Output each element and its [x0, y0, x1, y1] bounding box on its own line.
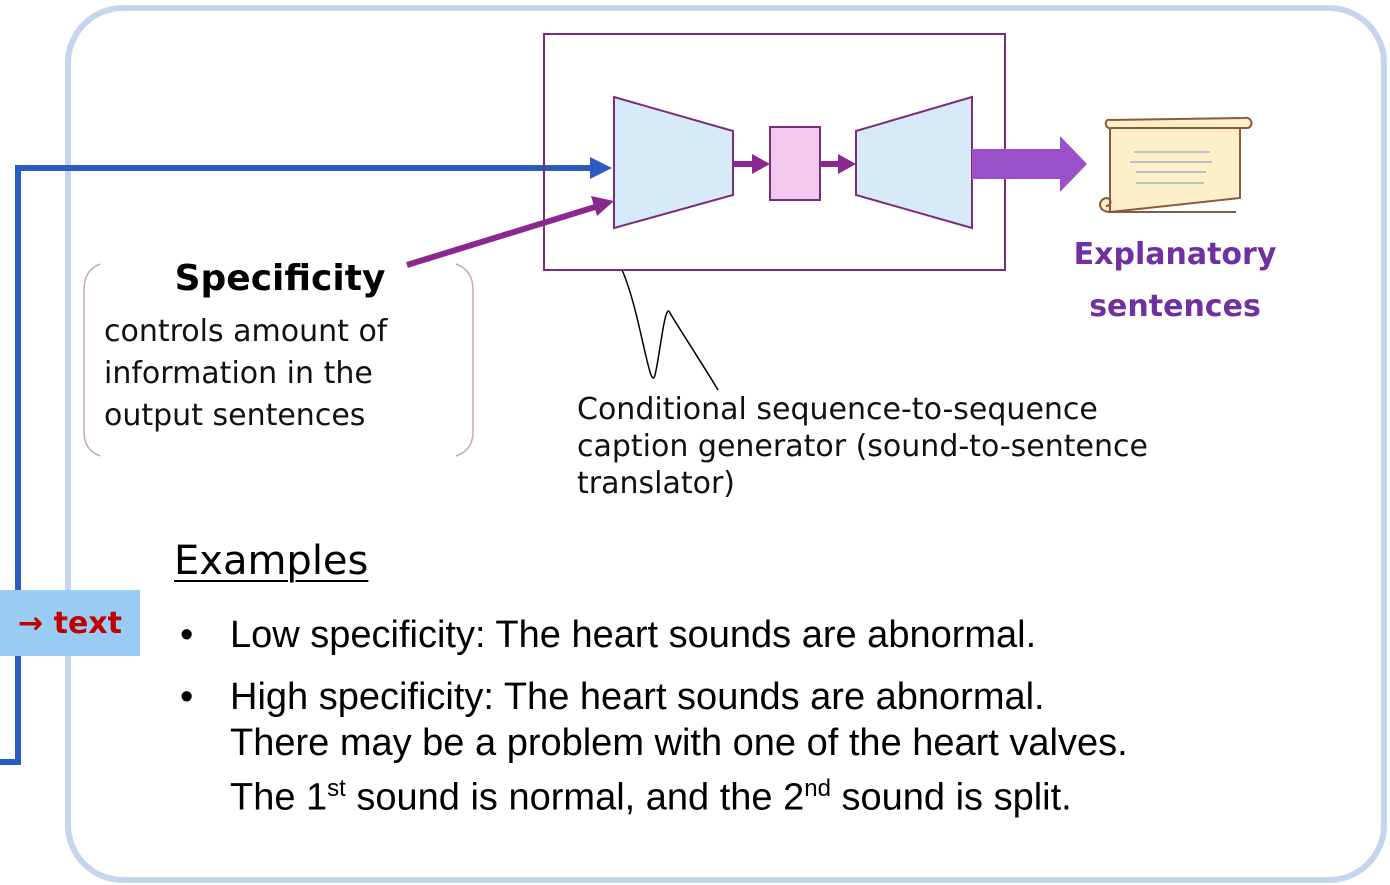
example-high-line-2: There may be a problem with one of the h…	[230, 722, 1128, 764]
bullet-icon: •	[180, 614, 194, 656]
example-low: • Low specificity: The heart sounds are …	[180, 612, 1380, 658]
example-high-line-3-part-c: sound is split.	[830, 776, 1072, 819]
bullet-icon: •	[180, 676, 194, 718]
specificity-line-1: controls amount of	[104, 314, 388, 349]
example-high-line-3-part-b: sound is normal, and the 2	[345, 776, 805, 819]
caption-callout-pointer	[621, 269, 719, 391]
text-output-tag: → text	[0, 590, 140, 656]
examples-list: • Low specificity: The heart sounds are …	[180, 612, 1380, 837]
ordinal-superscript-1: st	[327, 775, 346, 802]
example-low-text: Low specificity: The heart sounds are ab…	[230, 614, 1037, 656]
specificity-line-2: information in the	[104, 356, 373, 391]
generator-caption-line-2: caption generator (sound-to-sentence	[577, 429, 1148, 464]
generator-caption: Conditional sequence-to-sequence caption…	[577, 391, 1337, 502]
specificity-line-3: output sentences	[104, 398, 366, 433]
output-arrow-shaft	[972, 149, 1060, 179]
panel-frame	[65, 5, 1387, 883]
output-label-line-2: sentences	[1089, 289, 1261, 324]
output-label-line-1: Explanatory	[1073, 237, 1277, 272]
example-high-line-1: High specificity: The heart sounds are a…	[230, 676, 1045, 718]
example-high-line-3: The 1st sound is normal, and the 2nd sou…	[230, 766, 1380, 821]
output-label: Explanatory sentences	[1070, 229, 1280, 333]
decoder-shape	[855, 95, 973, 230]
specificity-title: Specificity	[174, 258, 386, 299]
examples-heading: Examples	[174, 538, 369, 584]
generator-caption-line-3: translator)	[577, 466, 735, 501]
specificity-bracket-left	[83, 263, 101, 457]
example-high-line-3-part-a: The 1	[230, 776, 328, 819]
latent-box	[769, 126, 821, 201]
specificity-arrowhead	[591, 196, 614, 216]
input-arrowhead	[590, 157, 612, 179]
specificity-arrow-line	[406, 204, 596, 268]
output-arrow-head	[1060, 136, 1087, 192]
specificity-bracket-right	[455, 263, 474, 457]
encoder-to-latent-arrowhead	[752, 154, 770, 174]
scroll-icon	[1099, 116, 1253, 214]
specificity-description: controls amount of information in the ou…	[104, 311, 464, 437]
encoder-shape	[613, 95, 734, 230]
generator-caption-line-1: Conditional sequence-to-sequence	[577, 392, 1098, 427]
example-high: • High specificity: The heart sounds are…	[180, 674, 1380, 821]
input-connector-line	[0, 165, 590, 765]
ordinal-superscript-2: nd	[804, 775, 831, 802]
latent-to-decoder-arrowhead	[838, 154, 856, 174]
